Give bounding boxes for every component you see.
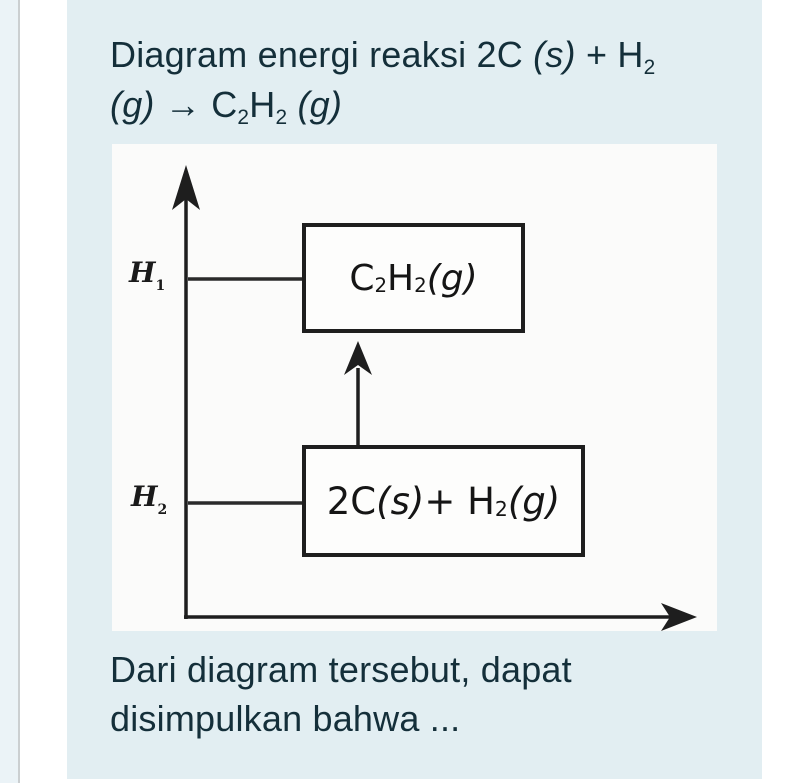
reaction-arrowhead-icon	[344, 341, 372, 375]
question-text-line-1: Dari diagram tersebut, dapat	[110, 649, 572, 690]
left-edge-strip	[0, 0, 18, 783]
h1-axis-label: H1	[129, 256, 166, 294]
diagram-axes	[172, 165, 697, 631]
vertical-divider	[18, 0, 20, 783]
question-text-line-2: disimpulkan bahwa ...	[110, 698, 461, 739]
question-card: Diagram energi reaksi 2C (s) + H2 (g) → …	[67, 0, 762, 779]
title-line-1: Diagram energi reaksi 2C (s) + H2	[110, 34, 656, 79]
h2-axis-label: H2	[131, 480, 168, 518]
x-axis-arrowhead-icon	[661, 603, 697, 631]
title-line-2: (g) → C2H2 (g)	[110, 84, 343, 129]
question-title: Diagram energi reaksi 2C (s) + H2 (g) → …	[110, 30, 710, 130]
question-text: Dari diagram tersebut, dapat disimpulkan…	[110, 645, 710, 743]
y-axis-arrowhead-icon	[172, 165, 200, 210]
